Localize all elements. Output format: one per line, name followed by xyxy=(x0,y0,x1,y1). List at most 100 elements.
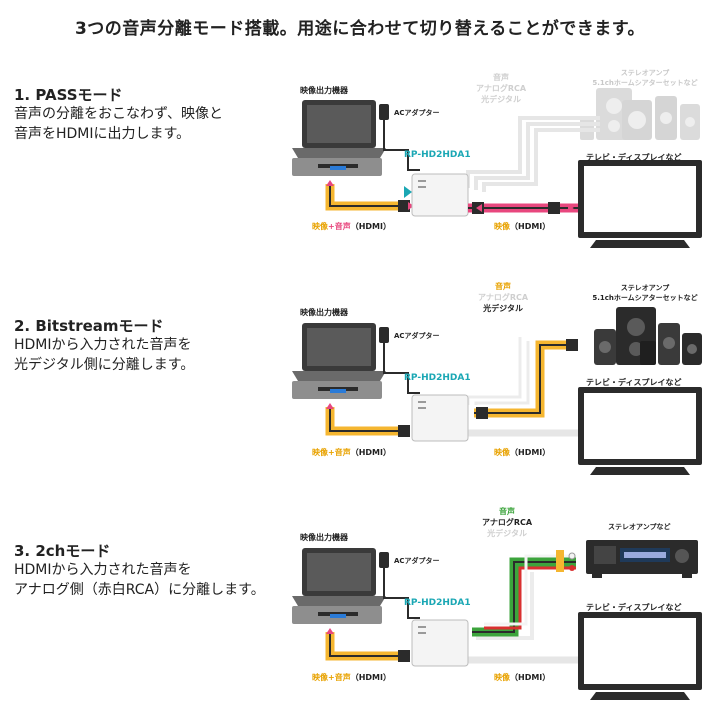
product-label: RP-HD2HDA1 xyxy=(404,373,471,383)
cable-label-video: 映像 xyxy=(312,448,328,457)
amp-label-line: ステレオアンプ xyxy=(620,69,670,77)
bracket-analog-text: アナログRCA xyxy=(476,84,527,93)
mode-title: 2. Bitstreamモード xyxy=(14,317,164,335)
mode-description-line: HDMIから入力された音声を xyxy=(14,337,192,353)
optical-cable xyxy=(474,339,578,419)
cable-label-video: 映像 xyxy=(312,673,328,682)
converter-box-icon xyxy=(411,619,469,667)
bracket-audio-text: 音声 xyxy=(493,73,510,82)
speaker-system-icon xyxy=(594,307,702,365)
cable-label-suffix: （HDMI） xyxy=(510,448,551,457)
connection-diagram xyxy=(292,540,702,700)
cable-label-suffix: （HDMI） xyxy=(510,222,551,231)
ac-adapter-icon xyxy=(379,104,420,171)
amp-label-line: 5.1chホームシアターセットなど xyxy=(592,79,698,87)
input-cable-label: 映像+音声（HDMI） xyxy=(312,221,391,232)
mode-title: 1. PASSモード xyxy=(14,86,123,104)
tv-icon xyxy=(578,387,702,475)
output-cable-label: 映像（HDMI） xyxy=(494,221,550,232)
source-device-label: 映像出力機器 xyxy=(300,533,348,542)
mode-section-pass: 1. PASSモード 音声の分離をおこなわず、映像と 音声をHDMIに出力します… xyxy=(0,60,720,275)
media-player-icon xyxy=(292,381,382,399)
cable-label-plus: + xyxy=(328,222,335,231)
connection-diagram xyxy=(292,307,702,475)
mode-section-2ch: 3. 2chモード HDMIから入力された音声を アナログ側（赤白RCA）に分離… xyxy=(0,500,720,715)
media-player-icon xyxy=(292,158,382,176)
audio-output-bracket: 音声 アナログRCA 光デジタル xyxy=(478,281,528,314)
amp-label: ステレオアンプ 5.1chホームシアターセットなど xyxy=(580,68,710,88)
cable-label-audio: 音声 xyxy=(334,673,351,682)
unused-analog-cables xyxy=(466,337,530,405)
cable-label-audio: 音声 xyxy=(334,222,351,231)
unused-optical-cable xyxy=(476,572,534,640)
audio-output-bracket: 音声 アナログRCA 光デジタル xyxy=(482,506,532,539)
headline: 3つの音声分離モード搭載。用途に合わせて切り替えることができます。 xyxy=(74,19,646,39)
cable-label-audio: 音声 xyxy=(334,448,351,457)
bracket-audio-text: 音声 xyxy=(499,507,516,516)
tv-icon xyxy=(578,612,702,700)
tv-label: テレビ・ディスプレイなど xyxy=(586,603,682,612)
amp-label-line: 5.1chホームシアターセットなど xyxy=(592,294,698,302)
stereo-amp-icon xyxy=(586,540,698,578)
converter-box-icon xyxy=(404,173,469,217)
cable-label-suffix: （HDMI） xyxy=(350,673,391,682)
cable-label-plus: + xyxy=(328,673,335,682)
amp-label-line: ステレオアンプ xyxy=(620,284,670,292)
output-cable-label: 映像（HDMI） xyxy=(494,447,550,458)
cable-label-video: 映像 xyxy=(494,222,510,231)
mode-title: 3. 2chモード xyxy=(14,542,111,560)
input-cable-label: 映像+音声（HDMI） xyxy=(312,672,391,683)
tv-icon xyxy=(578,160,702,248)
tv-label: テレビ・ディスプレイなど xyxy=(586,378,682,387)
input-hdmi-cable xyxy=(325,180,414,212)
tv-label: テレビ・ディスプレイなど xyxy=(586,153,682,162)
mode-description: HDMIから入力された音声を 光デジタル側に分離します。 xyxy=(14,335,299,375)
source-device-label: 映像出力機器 xyxy=(300,308,348,317)
bracket-optical-text: 光デジタル xyxy=(481,95,521,104)
source-device-label: 映像出力機器 xyxy=(300,86,348,95)
product-label: RP-HD2HDA1 xyxy=(404,598,471,608)
mode-description-line: 音声の分離をおこなわず、映像と xyxy=(14,106,224,122)
analog-rca-cables xyxy=(472,550,576,637)
cable-label-video: 映像 xyxy=(312,222,328,231)
media-player-icon xyxy=(292,606,382,624)
ac-adapter-label: ACアダプター xyxy=(394,332,440,340)
laptop-icon xyxy=(292,100,386,158)
mode-description-line: 音声をHDMIに出力します。 xyxy=(14,126,191,142)
cable-label-suffix: （HDMI） xyxy=(510,673,551,682)
laptop-icon xyxy=(292,548,386,606)
cable-label-video: 映像 xyxy=(494,673,510,682)
cable-label-plus: + xyxy=(328,448,335,457)
product-label: RP-HD2HDA1 xyxy=(404,150,471,160)
input-hdmi-cable xyxy=(325,628,410,662)
stereo-amp-label: ステレオアンプなど xyxy=(608,523,671,531)
amp-label: ステレオアンプ 5.1chホームシアターセットなど xyxy=(580,283,710,303)
bracket-analog-text: アナログRCA xyxy=(482,518,533,527)
input-hdmi-cable xyxy=(325,403,410,437)
output-hdmi-cable xyxy=(468,202,578,214)
mode-description-line: 光デジタル側に分離します。 xyxy=(14,357,195,373)
bracket-optical-text: 光デジタル xyxy=(487,529,527,538)
ac-adapter-icon xyxy=(379,552,420,619)
cable-label-video: 映像 xyxy=(494,448,510,457)
cable-label-suffix: （HDMI） xyxy=(350,222,391,231)
connection-diagram xyxy=(292,88,702,248)
input-cable-label: 映像+音声（HDMI） xyxy=(312,447,391,458)
cable-label-suffix: （HDMI） xyxy=(350,448,391,457)
laptop-icon xyxy=(292,323,386,381)
speaker-system-icon xyxy=(580,88,700,140)
bracket-optical-text: 光デジタル xyxy=(483,304,523,313)
bracket-analog-text: アナログRCA xyxy=(478,293,529,302)
audio-output-bracket: 音声 アナログRCA 光デジタル xyxy=(476,72,526,105)
mode-description-line: HDMIから入力された音声を xyxy=(14,562,192,578)
output-cable-label: 映像（HDMI） xyxy=(494,672,550,683)
mode-description: 音声の分離をおこなわず、映像と 音声をHDMIに出力します。 xyxy=(14,104,299,144)
mode-description-line: アナログ側（赤白RCA）に分離します。 xyxy=(14,582,265,598)
converter-box-icon xyxy=(411,394,469,442)
mode-section-bitstream: 2. Bitstreamモード HDMIから入力された音声を 光デジタル側に分離… xyxy=(0,275,720,490)
bracket-audio-text: 音声 xyxy=(495,282,512,291)
ac-adapter-label: ACアダプター xyxy=(394,109,440,117)
mode-description: HDMIから入力された音声を アナログ側（赤白RCA）に分離します。 xyxy=(14,560,299,600)
ac-adapter-icon xyxy=(379,327,420,394)
ac-adapter-label: ACアダプター xyxy=(394,557,440,565)
